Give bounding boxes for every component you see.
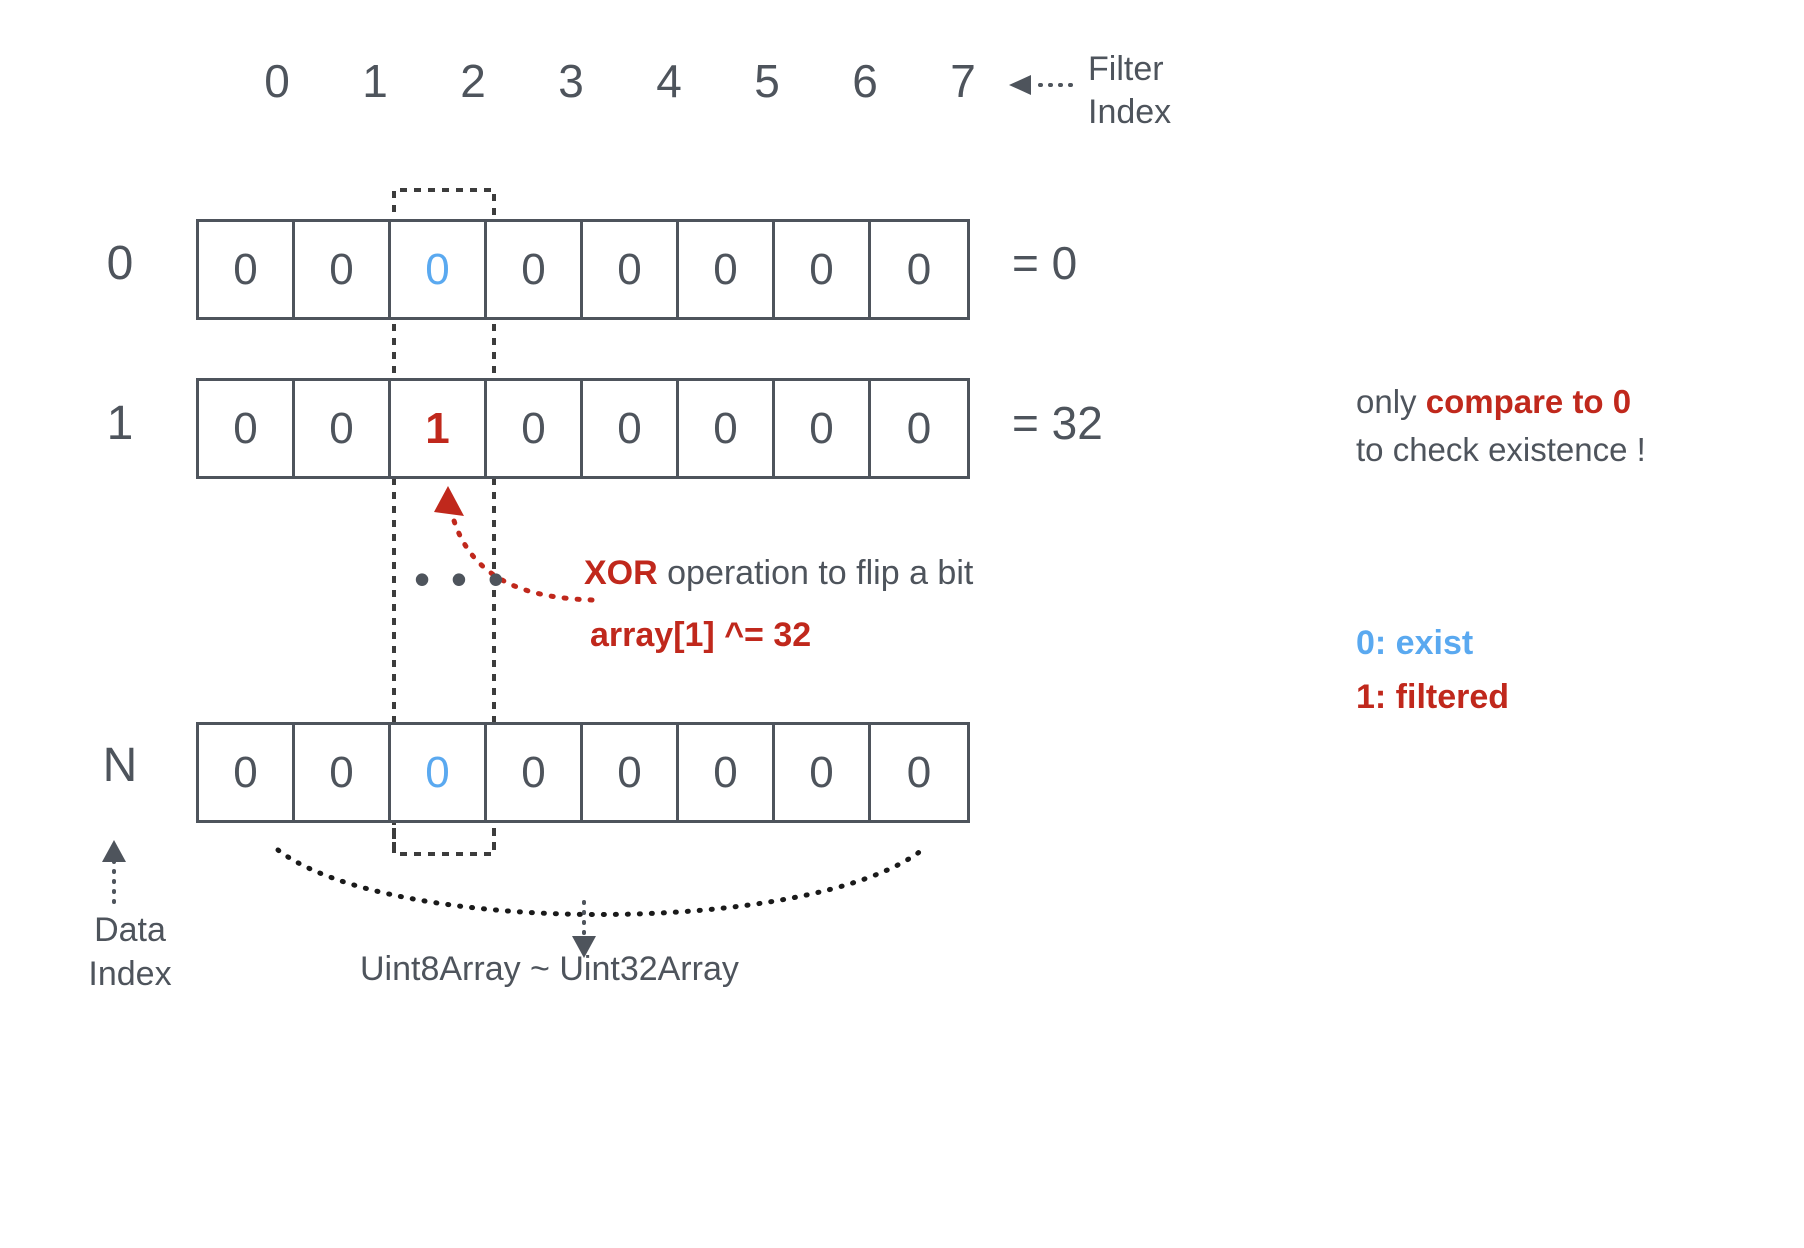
data-index-label-line1: Data bbox=[94, 911, 166, 949]
cell-1-5[interactable]: 0 bbox=[679, 381, 775, 476]
row-cells-0: 0 0 0 0 0 0 0 0 bbox=[196, 219, 970, 320]
filter-index-4: 4 bbox=[656, 55, 682, 107]
cell-1-4[interactable]: 0 bbox=[583, 381, 679, 476]
xor-code-snippet: array[1] ^= 32 bbox=[590, 616, 812, 654]
cell-0-1[interactable]: 0 bbox=[295, 222, 391, 317]
compare-note-line1: only compare to 0 bbox=[1356, 378, 1646, 426]
xor-keyword: XOR bbox=[584, 554, 658, 592]
filter-index-header: 0 1 2 3 4 5 6 7 bbox=[228, 58, 1012, 104]
filter-index-7: 7 bbox=[950, 55, 976, 107]
dotted-left-arrow-icon bbox=[1009, 75, 1073, 95]
cell-n-4[interactable]: 0 bbox=[583, 725, 679, 820]
filter-index-2: 2 bbox=[460, 55, 486, 107]
filter-index-5: 5 bbox=[754, 55, 780, 107]
cell-0-2[interactable]: 0 bbox=[391, 222, 487, 317]
cell-1-1[interactable]: 0 bbox=[295, 381, 391, 476]
data-index-label: Data Index bbox=[50, 908, 210, 996]
cell-n-0[interactable]: 0 bbox=[199, 725, 295, 820]
filter-index-label: Filter Index bbox=[1088, 48, 1171, 133]
cell-n-5[interactable]: 0 bbox=[679, 725, 775, 820]
row-cells-n: 0 0 0 0 0 0 0 0 bbox=[196, 722, 970, 823]
compare-note-highlight: compare to 0 bbox=[1425, 383, 1632, 420]
compare-note-line2: to check existence ! bbox=[1356, 430, 1646, 468]
compare-note: only compare to 0 to check existence ! bbox=[1356, 378, 1646, 474]
legend-item-exist: 0: exist bbox=[1356, 624, 1474, 662]
dotted-down-arrow-icon bbox=[572, 900, 596, 958]
row-label-1: 1 bbox=[106, 397, 134, 450]
row-equals-0: = 0 bbox=[1012, 237, 1078, 289]
xor-annotation-text: operation to flip a bit bbox=[657, 554, 974, 592]
cell-0-0[interactable]: 0 bbox=[199, 222, 295, 317]
row-label-0: 0 bbox=[106, 237, 134, 290]
filter-index-label-line1: Filter bbox=[1088, 50, 1164, 88]
curved-dotted-arrow-icon bbox=[434, 486, 595, 603]
array-types-label: Uint8Array ~ Uint32Array bbox=[360, 950, 739, 988]
cell-1-3[interactable]: 0 bbox=[487, 381, 583, 476]
column-highlight-bottom bbox=[392, 818, 496, 856]
cell-0-6[interactable]: 0 bbox=[775, 222, 871, 317]
cell-n-2[interactable]: 0 bbox=[391, 725, 487, 820]
legend: 0: exist 1: filtered bbox=[1356, 616, 1509, 725]
cell-1-7[interactable]: 0 bbox=[906, 403, 932, 453]
cell-0-4[interactable]: 0 bbox=[583, 222, 679, 317]
dotted-up-arrow-icon bbox=[102, 840, 126, 904]
row-label-n: N bbox=[102, 739, 138, 792]
cell-1-0[interactable]: 0 bbox=[199, 381, 295, 476]
filter-index-1: 1 bbox=[362, 55, 388, 107]
cell-n-3[interactable]: 0 bbox=[487, 725, 583, 820]
cell-1-2[interactable]: 1 bbox=[391, 381, 487, 476]
row-cells-1: 0 0 1 0 0 0 0 0 bbox=[196, 378, 970, 479]
cell-1-6[interactable]: 0 bbox=[775, 381, 871, 476]
xor-annotation: XOR operation to flip a bit bbox=[584, 556, 973, 590]
cell-0-7[interactable]: 0 bbox=[906, 244, 932, 294]
cell-n-1[interactable]: 0 bbox=[295, 725, 391, 820]
cell-0-3[interactable]: 0 bbox=[487, 222, 583, 317]
dotted-brace-icon bbox=[275, 847, 925, 917]
legend-item-filtered: 1: filtered bbox=[1356, 678, 1510, 717]
data-index-label-line2: Index bbox=[88, 955, 172, 994]
filter-index-3: 3 bbox=[558, 55, 584, 107]
filter-index-0: 0 bbox=[264, 55, 290, 107]
cell-n-6[interactable]: 0 bbox=[775, 725, 871, 820]
filter-index-6: 6 bbox=[852, 55, 878, 107]
cell-0-5[interactable]: 0 bbox=[679, 222, 775, 317]
filter-index-label-line2: Index bbox=[1088, 92, 1172, 131]
row-equals-1: = 32 bbox=[1012, 397, 1103, 449]
cell-n-7[interactable]: 0 bbox=[906, 747, 932, 797]
compare-note-prefix: only bbox=[1356, 383, 1426, 420]
rows-ellipsis: • • • bbox=[414, 553, 508, 605]
